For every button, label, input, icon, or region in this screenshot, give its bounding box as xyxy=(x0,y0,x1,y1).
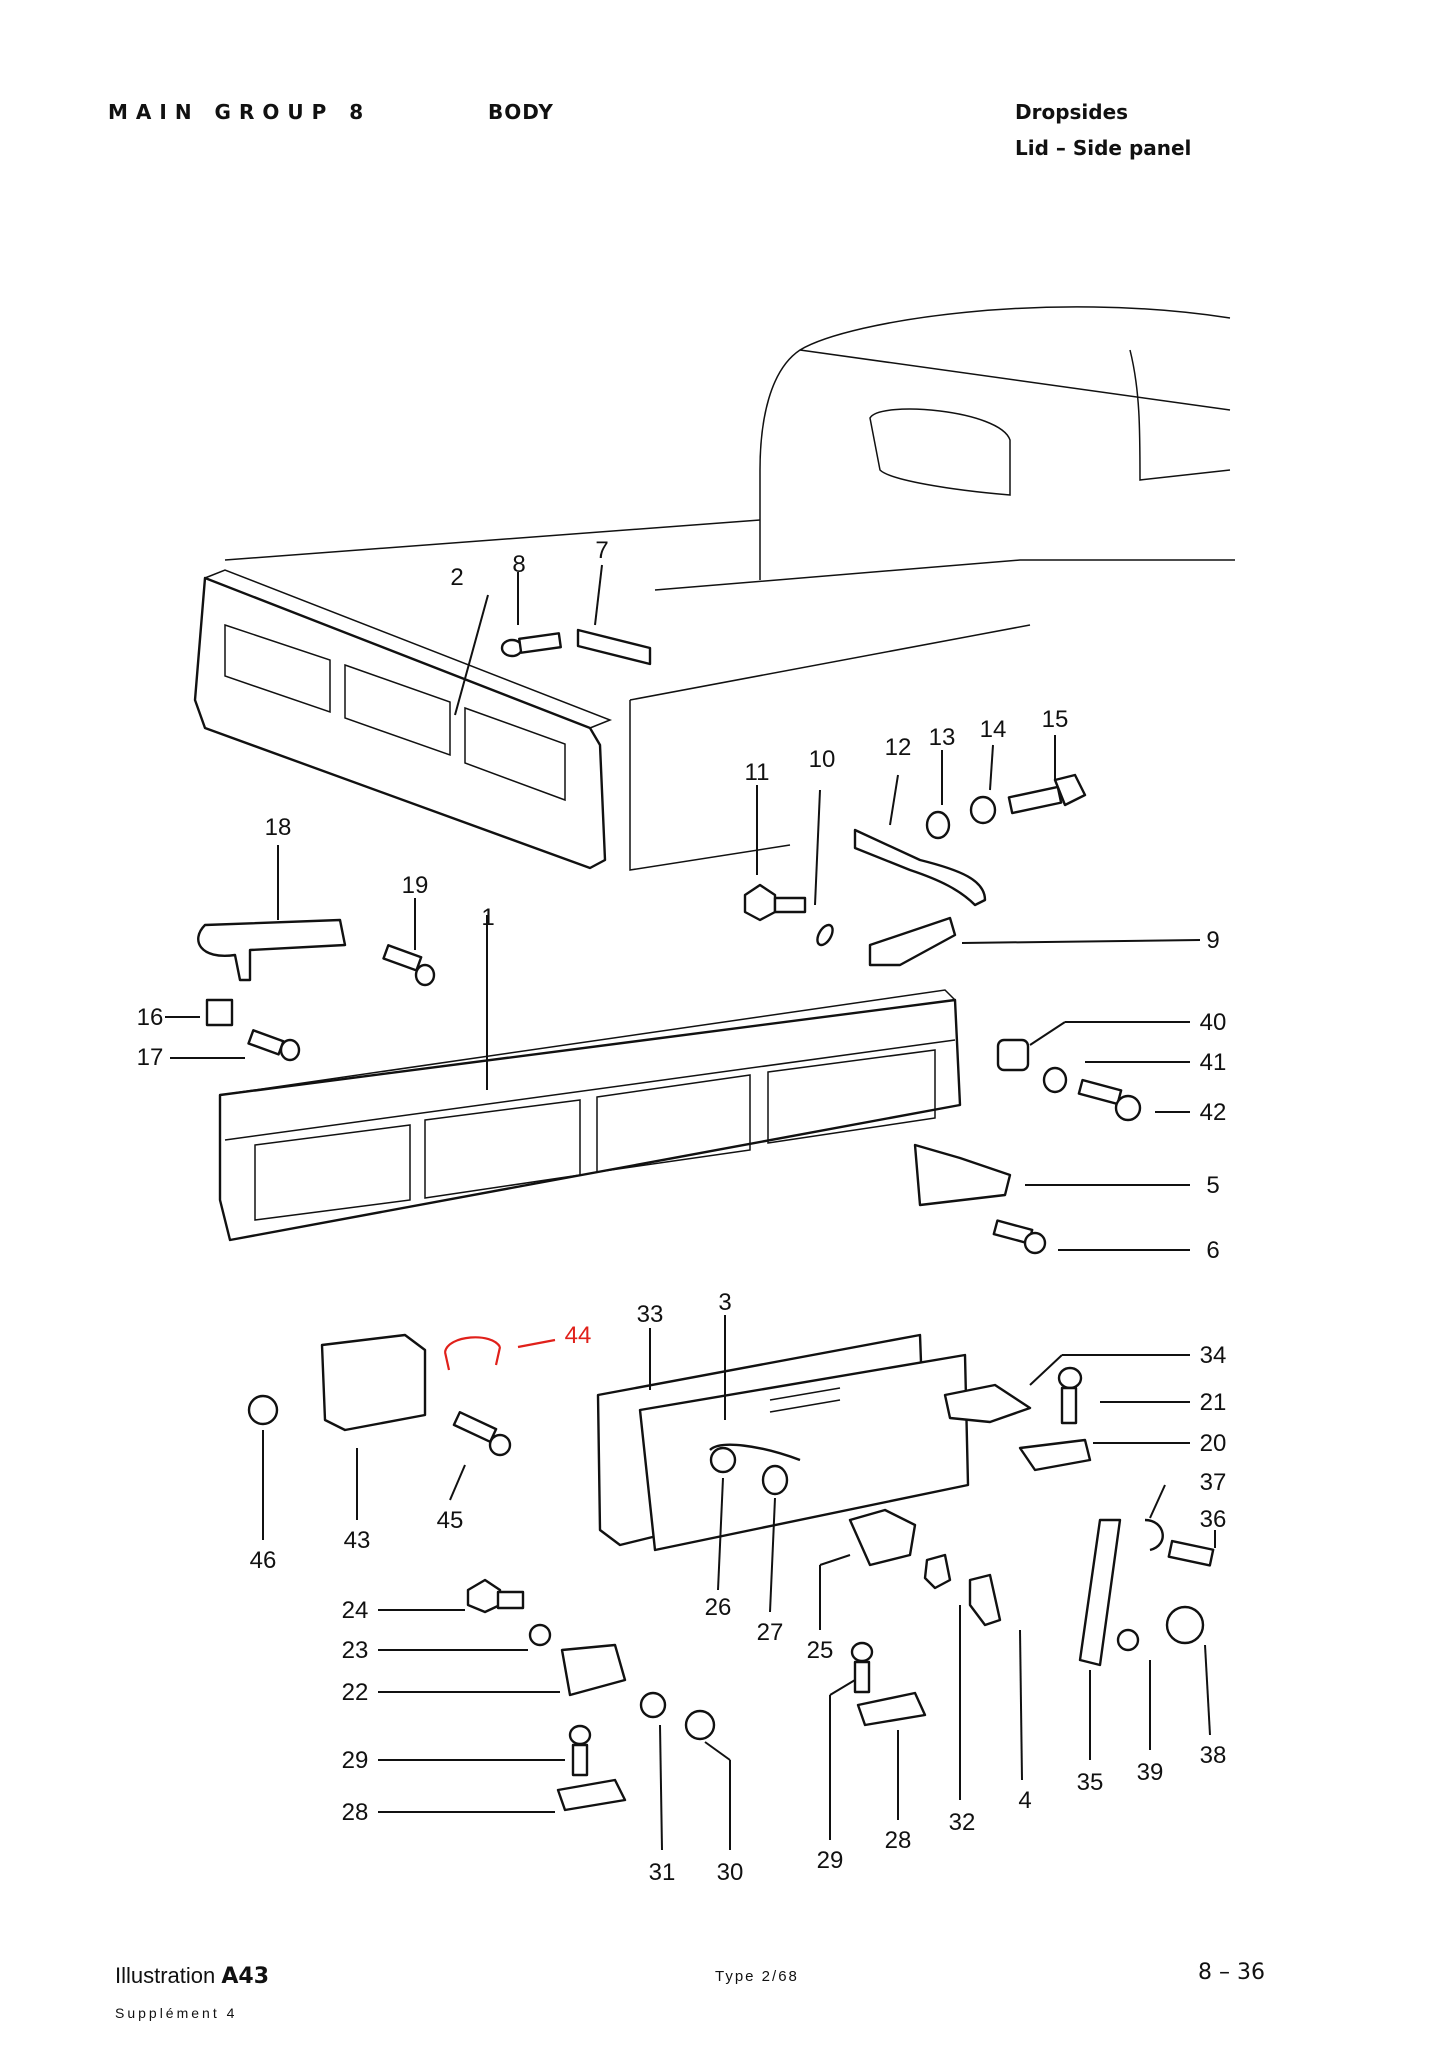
callout-16: 16 xyxy=(137,1004,164,1031)
side-panel xyxy=(193,569,613,870)
main-group-label: MAIN GROUP 8 xyxy=(108,100,372,124)
title-line-1: Dropsides xyxy=(1015,100,1129,124)
callout-42: 42 xyxy=(1200,1099,1227,1126)
section-label: BODY xyxy=(488,100,554,124)
illustration-label: Illustration A43 xyxy=(115,1963,269,1989)
callout-18: 18 xyxy=(265,814,292,841)
callout-40: 40 xyxy=(1200,1009,1227,1036)
type-label: Type 2/68 xyxy=(715,1968,799,1985)
callout-1: 1 xyxy=(481,904,494,931)
callout-24: 24 xyxy=(342,1597,369,1624)
callout-46: 46 xyxy=(250,1547,277,1574)
callout-7: 7 xyxy=(595,537,608,564)
callout-numbers: 2 8 7 11 10 12 13 14 15 9 18 19 1 16 17 … xyxy=(137,537,1227,1886)
callout-8: 8 xyxy=(512,551,525,578)
illustration-code: A43 xyxy=(221,1964,270,1989)
callout-28b: 28 xyxy=(885,1827,912,1854)
callout-34: 34 xyxy=(1200,1342,1227,1369)
callout-45: 45 xyxy=(437,1507,464,1534)
truck-bed-outline xyxy=(224,306,1235,871)
callout-31: 31 xyxy=(649,1859,676,1886)
callout-44: 44 xyxy=(565,1322,592,1349)
callout-39: 39 xyxy=(1137,1759,1164,1786)
inner-panel xyxy=(596,1333,970,1552)
callout-2: 2 xyxy=(450,564,463,591)
callout-14: 14 xyxy=(980,716,1007,743)
callout-10: 10 xyxy=(809,746,836,773)
callout-12: 12 xyxy=(885,734,912,761)
callout-37: 37 xyxy=(1200,1469,1227,1496)
callout-32: 32 xyxy=(949,1809,976,1836)
callout-19: 19 xyxy=(402,872,429,899)
callout-41: 41 xyxy=(1200,1049,1227,1076)
callout-13: 13 xyxy=(929,724,956,751)
callout-33: 33 xyxy=(637,1301,664,1328)
callout-30: 30 xyxy=(717,1859,744,1886)
callout-4: 4 xyxy=(1018,1787,1031,1814)
callout-15: 15 xyxy=(1042,706,1069,733)
callout-3: 3 xyxy=(718,1289,731,1316)
callout-29a: 29 xyxy=(342,1747,369,1774)
hardware-parts xyxy=(197,628,1215,1812)
callout-35: 35 xyxy=(1077,1769,1104,1796)
callout-17: 17 xyxy=(137,1044,164,1071)
callout-27: 27 xyxy=(757,1619,784,1646)
callout-36: 36 xyxy=(1200,1506,1227,1533)
page-number: 8 – 36 xyxy=(1198,1960,1265,1985)
tailgate xyxy=(218,989,962,1242)
callout-21: 21 xyxy=(1200,1389,1227,1416)
callout-26: 26 xyxy=(705,1594,732,1621)
illustration-text: Illustration xyxy=(115,1963,216,1988)
callout-5: 5 xyxy=(1206,1172,1219,1199)
callout-11: 11 xyxy=(745,759,770,786)
leader-lines xyxy=(165,564,1216,1851)
callout-20: 20 xyxy=(1200,1430,1227,1457)
callout-9: 9 xyxy=(1206,927,1219,954)
callout-25: 25 xyxy=(807,1637,834,1664)
callout-29b: 29 xyxy=(817,1847,844,1874)
supplement-label: Supplément 4 xyxy=(115,2005,238,2021)
callout-38: 38 xyxy=(1200,1742,1227,1769)
callout-28a: 28 xyxy=(342,1799,369,1826)
callout-43: 43 xyxy=(344,1527,371,1554)
callout-22: 22 xyxy=(342,1679,369,1706)
callout-6: 6 xyxy=(1206,1237,1219,1264)
title-line-2: Lid – Side panel xyxy=(1015,136,1192,160)
callout-23: 23 xyxy=(342,1637,369,1664)
